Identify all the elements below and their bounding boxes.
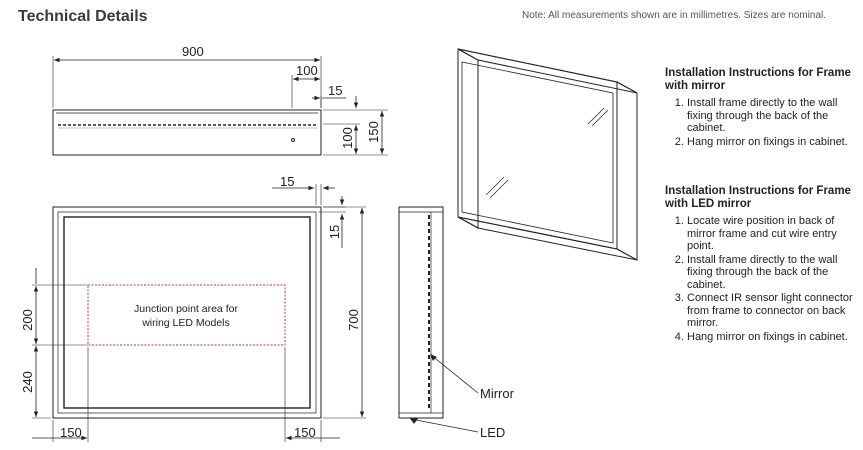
front-view — [32, 184, 366, 442]
led-callout: LED — [480, 425, 505, 440]
side-view-outline — [398, 206, 444, 419]
instruction-step: Connect IR sensor light connector from f… — [687, 292, 860, 330]
iso-back-top — [457, 48, 618, 83]
dim-100-side: 100 — [340, 127, 355, 149]
measurement-note: Note: All measurements shown are in mill… — [522, 10, 827, 21]
instruction-step: Install frame directly to the wall fixin… — [687, 254, 860, 292]
dim-15-top: 15 — [328, 83, 342, 98]
instruction-step: Install frame directly to the wall fixin… — [687, 97, 860, 135]
isometric-view — [457, 48, 638, 261]
dim-700: 700 — [346, 309, 361, 331]
dim-15-front-side: 15 — [327, 225, 342, 239]
dim-200: 200 — [20, 309, 35, 331]
iso-front-frame — [457, 48, 638, 94]
junction-label-line1: Junction point area for — [134, 303, 238, 315]
front-view-outer-frame — [52, 206, 322, 419]
dim-900: 900 — [182, 44, 204, 59]
junction-label-line2: wiring LED Models — [141, 317, 230, 329]
dim-150-bottom-right: 150 — [294, 425, 316, 440]
page-title: Technical Details — [18, 8, 148, 25]
side-view — [398, 206, 479, 433]
iso-mirror — [461, 61, 614, 244]
instructions-frame-with-mirror: Installation Instructions for Frame with… — [665, 67, 860, 149]
led-callout-line — [410, 418, 479, 433]
front-view-mirror — [63, 216, 311, 409]
instructions-heading: Installation Instructions for Frame with… — [665, 185, 851, 210]
mirror-callout-line — [430, 354, 479, 394]
dim-15-front-top: 15 — [280, 174, 294, 189]
instruction-step: Locate wire position in back of mirror f… — [687, 215, 860, 253]
instructions-heading: Installation Instructions for Frame with… — [665, 67, 851, 92]
dim-240: 240 — [20, 371, 35, 393]
top-view-outline — [52, 109, 322, 156]
instruction-step: Hang mirror on fixings in cabinet. — [687, 136, 860, 149]
instructions-frame-with-led-mirror: Installation Instructions for Frame with… — [665, 185, 860, 344]
top-view-sensor — [291, 138, 295, 142]
mirror-callout: Mirror — [480, 386, 515, 401]
junction-point-area — [87, 284, 286, 346]
dim-150-bottom-left: 150 — [60, 425, 82, 440]
instruction-step: Hang mirror on fixings in cabinet. — [687, 331, 860, 344]
dim-150-side: 150 — [366, 121, 381, 143]
front-view-inner-frame — [57, 211, 317, 414]
dim-100-top: 100 — [296, 63, 318, 78]
top-view — [52, 56, 388, 156]
